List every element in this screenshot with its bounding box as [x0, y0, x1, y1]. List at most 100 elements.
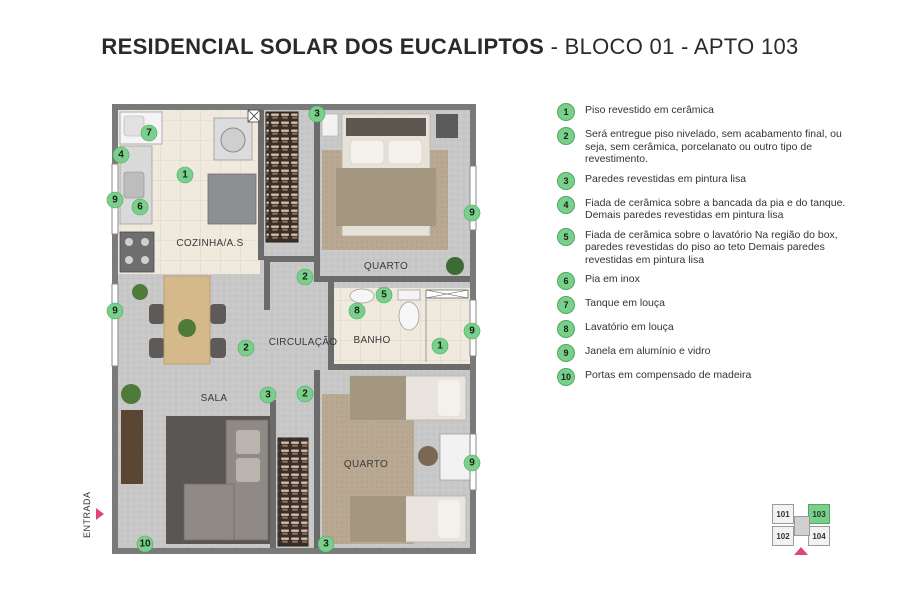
marker-8: 8	[348, 302, 366, 320]
marker-3: 3	[259, 386, 277, 404]
title-project: RESIDENCIAL SOLAR DOS EUCALIPTOS	[101, 34, 545, 59]
bathroom-fixtures	[349, 288, 469, 362]
closet-top	[265, 111, 299, 243]
svg-text:1: 1	[182, 170, 188, 181]
legend-number: 4	[557, 195, 575, 214]
room-label-living: SALA	[201, 393, 228, 404]
legend-item: 3 Paredes revestidas em pintura lisa	[557, 171, 857, 190]
legend-text: Pia em inox	[585, 273, 640, 285]
marker-9: 9	[463, 322, 481, 340]
legend-text: Será entregue piso nivelado, sem acabame…	[585, 128, 842, 165]
legend-text: Portas em compensado de madeira	[585, 369, 752, 381]
plant	[446, 257, 464, 275]
svg-text:9: 9	[469, 208, 475, 219]
svg-text:3: 3	[323, 539, 329, 550]
key-entrance-arrow	[794, 547, 808, 555]
refrigerator	[207, 173, 257, 225]
toilet	[398, 301, 420, 331]
interior-walls	[258, 110, 470, 548]
key-stair-core	[794, 516, 810, 536]
legend-number: 8	[557, 320, 575, 338]
plant	[132, 284, 148, 300]
marker-5: 5	[375, 286, 393, 304]
marker-9: 9	[106, 302, 124, 320]
legend-item: 6 Pia em inox	[557, 272, 857, 290]
legend: 1 Piso revestido em cerâmica 2 Será entreg…	[557, 103, 857, 393]
marker-2: 2	[296, 385, 314, 403]
legend-item: 1 Piso revestido em cerâmica	[557, 103, 857, 121]
svg-text:9: 9	[469, 458, 475, 469]
legend-number: 2	[557, 127, 575, 145]
marker-7: 7	[140, 124, 158, 142]
svg-text:7: 7	[146, 128, 152, 139]
legend-text: Tanque em louça	[585, 297, 665, 309]
svg-text:4: 4	[118, 150, 124, 161]
stove	[119, 231, 155, 273]
room-label-bathroom: BANHO	[353, 335, 390, 346]
legend-text: Janela em alumínio e vidro	[585, 345, 711, 357]
legend-number: 10	[557, 368, 575, 386]
plant	[121, 384, 141, 404]
closet-bottom	[277, 437, 309, 547]
svg-text:3: 3	[314, 109, 320, 120]
tv-rack	[121, 410, 143, 484]
room-label-circulation: CIRCULAÇÃO	[269, 335, 338, 348]
svg-text:3: 3	[265, 390, 271, 401]
marker-1: 1	[176, 166, 194, 184]
entrance-label: ENTRADA	[82, 491, 92, 538]
legend-number: 1	[557, 103, 575, 121]
marker-9: 9	[463, 454, 481, 472]
legend-text: Piso revestido em cerâmica	[585, 104, 714, 116]
key-unit-103: 103	[808, 504, 830, 524]
key-unit-102: 102	[772, 526, 794, 546]
legend-number: 6	[557, 272, 575, 290]
legend-item: 10 Portas em compensado de madeira	[557, 368, 857, 386]
room-label-bedroom-bottom: QUARTO	[344, 459, 388, 470]
top-bedroom-furniture	[321, 113, 464, 275]
room-label-bedroom-top: QUARTO	[364, 261, 408, 272]
marker-9: 9	[463, 204, 481, 222]
marker-2: 2	[296, 268, 314, 286]
washbasin	[349, 288, 375, 304]
legend-number: 5	[557, 227, 575, 246]
svg-text:6: 6	[137, 202, 143, 213]
legend-number: 9	[557, 344, 575, 362]
svg-text:2: 2	[302, 389, 308, 400]
legend-item: 5 Fiada de cerâmica sobre o lavatório Na …	[557, 227, 857, 267]
legend-number: 3	[557, 171, 575, 190]
legend-text: Fiada de cerâmica sobre o lavatório Na r…	[585, 228, 838, 266]
legend-item: 2 Será entregue piso nivelado, sem acabam…	[557, 127, 857, 166]
marker-10: 10	[136, 535, 154, 553]
legend-item: 7 Tanque em louça	[557, 296, 857, 314]
svg-text:9: 9	[112, 306, 118, 317]
marker-3: 3	[308, 105, 326, 123]
dining-set	[132, 275, 226, 365]
key-unit-104: 104	[808, 526, 830, 546]
marker-6: 6	[131, 198, 149, 216]
living-furniture	[121, 384, 270, 544]
desk	[439, 433, 471, 481]
svg-text:9: 9	[469, 326, 475, 337]
svg-text:1: 1	[437, 341, 443, 352]
svg-text:9: 9	[112, 195, 118, 206]
marker-4: 4	[112, 146, 130, 164]
legend-item: 9 Janela em alumínio e vidro	[557, 344, 857, 362]
room-label-kitchen: COZINHA/A.S	[176, 238, 243, 249]
plan-title: RESIDENCIAL SOLAR DOS EUCALIPTOS - BLOCO…	[0, 34, 900, 60]
svg-text:10: 10	[139, 539, 151, 550]
key-unit-101: 101	[772, 504, 794, 524]
svg-text:5: 5	[381, 290, 387, 301]
svg-text:8: 8	[354, 306, 360, 317]
svg-text:2: 2	[243, 343, 249, 354]
marker-2: 2	[237, 339, 255, 357]
steel-sink	[123, 171, 145, 199]
bottom-bedroom-furniture	[322, 375, 471, 544]
svg-text:2: 2	[302, 272, 308, 283]
marker-3: 3	[317, 535, 335, 553]
marker-1: 1	[431, 337, 449, 355]
legend-number: 7	[557, 296, 575, 314]
legend-text: Paredes revestidas em pintura lisa	[585, 172, 747, 185]
